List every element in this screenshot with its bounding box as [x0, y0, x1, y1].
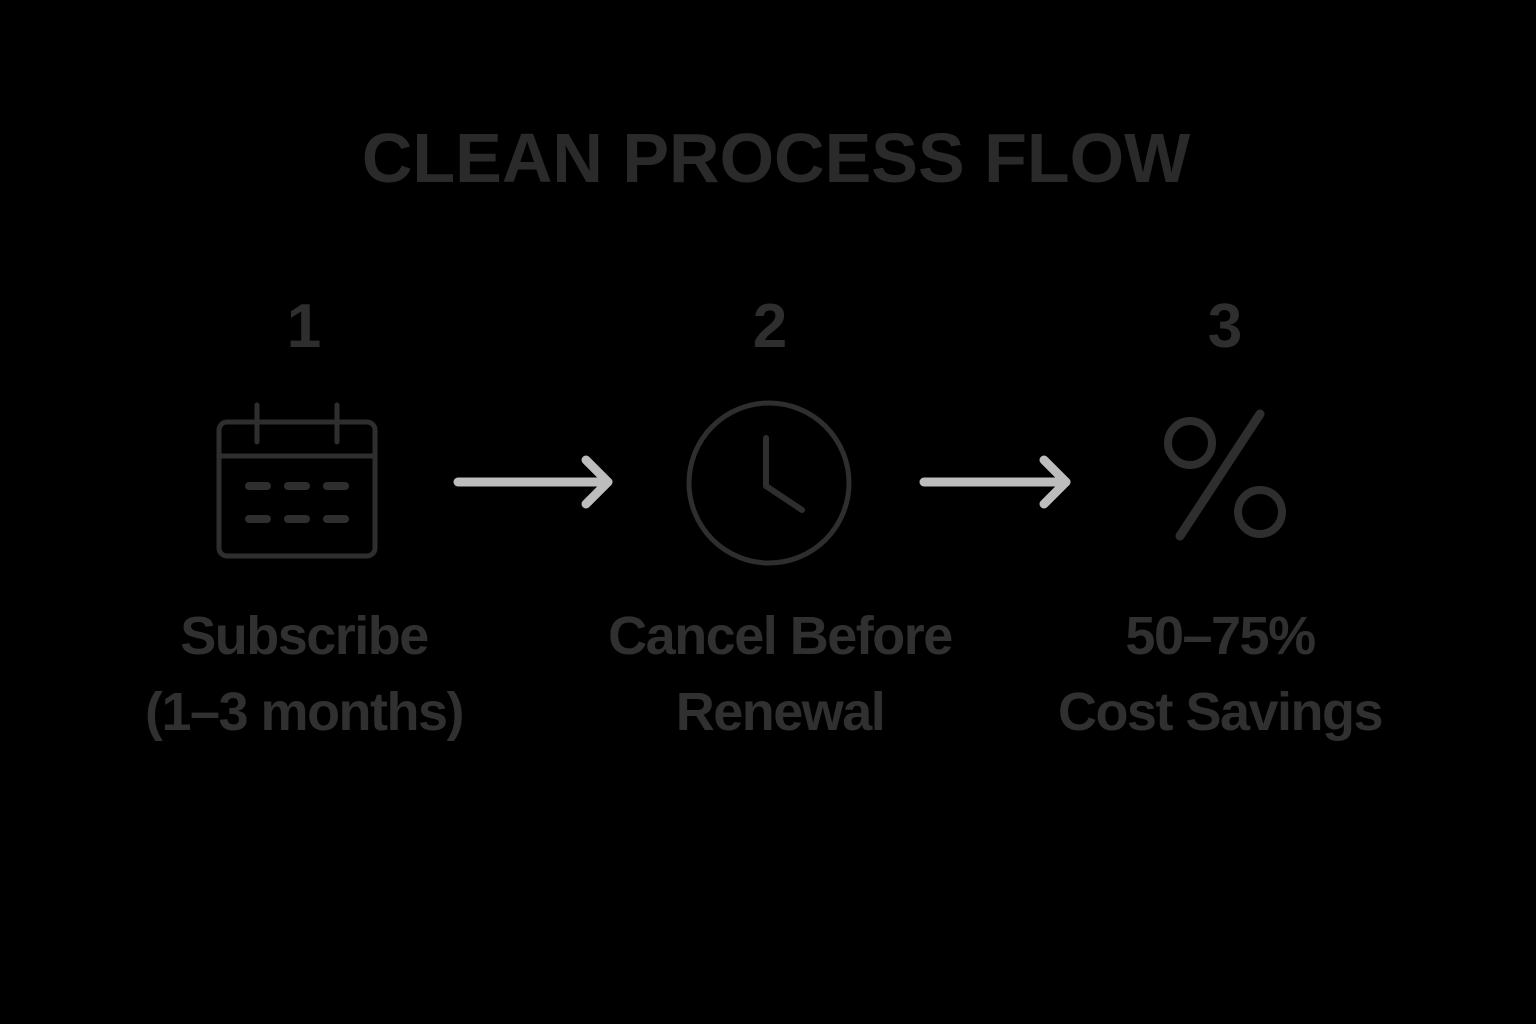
step-3-number: 3	[1207, 292, 1243, 361]
step-2-label-line2: Renewal	[675, 682, 886, 742]
step-1-number: 1	[286, 292, 322, 361]
calendar-icon	[216, 402, 378, 559]
step-2-number: 2	[752, 292, 788, 361]
step-1-label: Subscribe (1–3 months)	[74, 598, 534, 750]
step-1-label-line2: (1–3 months)	[144, 682, 465, 742]
clock-icon	[686, 400, 852, 566]
step-2-label: Cancel Before Renewal	[550, 598, 1010, 750]
step-1-label-line1: Subscribe	[180, 606, 429, 666]
arrow-right-icon	[919, 455, 1071, 509]
percent-icon	[1164, 409, 1286, 541]
step-3-label-line2: Cost Savings	[1057, 682, 1384, 742]
step-2-label-line1: Cancel Before	[608, 606, 953, 666]
arrow-right-icon	[453, 455, 613, 509]
step-3-label-line1: 50–75%	[1125, 606, 1316, 666]
step-3-label: 50–75% Cost Savings	[990, 598, 1450, 750]
diagram-title: CLEAN PROCESS FLOW	[361, 119, 1191, 197]
